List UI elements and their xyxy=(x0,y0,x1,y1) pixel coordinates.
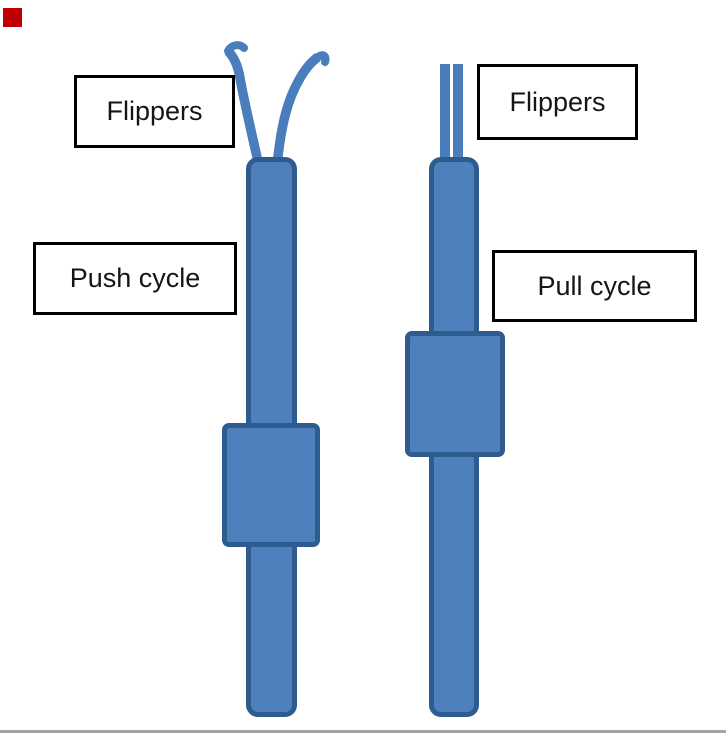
flipper-curve-right-tip xyxy=(314,51,330,66)
flipper-curve-right xyxy=(272,53,321,167)
label-flippers-right-text: Flippers xyxy=(509,86,606,117)
push-slider-block xyxy=(222,423,320,547)
flipper-curve-left xyxy=(224,47,264,168)
flipper-curve-left-tip xyxy=(224,41,248,55)
label-flippers-right: Flippers xyxy=(477,64,638,140)
bottom-divider-line xyxy=(0,730,726,733)
label-push-cycle-text: Push cycle xyxy=(69,263,201,293)
flipper-strip-left xyxy=(440,64,450,164)
flipper-strip-right xyxy=(453,64,463,164)
label-pull-cycle: Pull cycle xyxy=(492,250,697,322)
flippers-open-icon xyxy=(224,41,330,168)
flippers-closed-icon xyxy=(440,64,463,164)
label-flippers-left: Flippers xyxy=(74,75,235,148)
label-push-cycle: Push cycle xyxy=(33,242,237,315)
pull-slider-block xyxy=(405,331,505,457)
label-flippers-left-text: Flippers xyxy=(106,96,203,126)
red-marker-square xyxy=(3,8,22,27)
label-pull-cycle-text: Pull cycle xyxy=(537,270,652,301)
